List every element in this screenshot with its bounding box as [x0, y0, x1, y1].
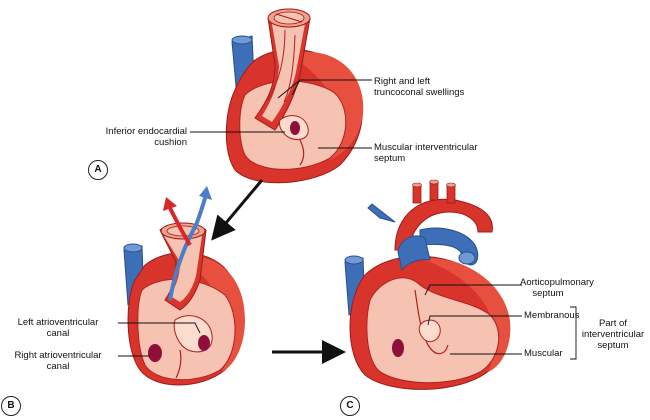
panel-tag-a: A [88, 160, 108, 180]
label-muscular-interventricular-septum: Muscular interventricular septum [374, 142, 477, 164]
panel-b-left-av-canal [198, 335, 210, 351]
panel-tag-c: C [340, 396, 360, 416]
label-left-av-canal: Left atrioventricular canal [0, 317, 116, 339]
label-truncoconal-swellings: Right and left truncoconal swellings [374, 76, 464, 98]
panel-b-heart [124, 186, 245, 385]
panel-b-right-av-canal [148, 344, 162, 362]
label-muscular: Muscular [524, 348, 563, 359]
label-membranous: Membranous [524, 310, 579, 321]
label-inferior-endocardial-cushion: Inferior endocardial cushion [95, 126, 187, 148]
label-right-av-canal: Right atrioventricular canal [0, 350, 116, 372]
panel-a-heart [226, 9, 363, 183]
arrow-a-to-b [215, 180, 262, 236]
panel-tag-b: B [1, 396, 21, 416]
panel-a-av-canal [290, 121, 300, 135]
label-aorticopulmonary-septum: Aorticopulmonary septum [520, 277, 576, 299]
label-part-of-interventricular-septum: Part of interventricular septum [578, 318, 648, 351]
panel-c-canal [392, 339, 404, 357]
